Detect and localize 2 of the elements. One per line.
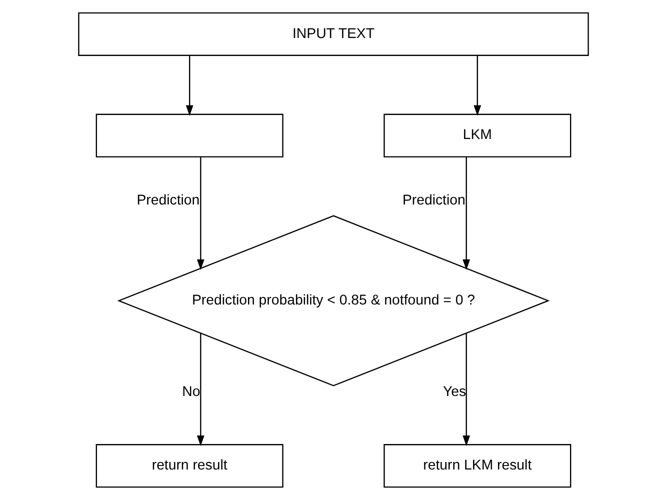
edge-label: Prediction	[136, 191, 200, 208]
edge-label: Prediction	[402, 191, 465, 208]
